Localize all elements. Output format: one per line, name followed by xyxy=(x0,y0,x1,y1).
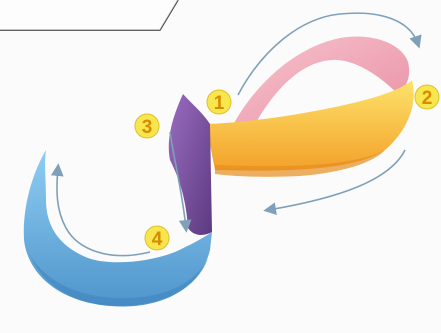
step-badge-2-number: 2 xyxy=(422,88,433,109)
step-badge-3: 3 xyxy=(135,114,159,138)
step-badge-4-number: 4 xyxy=(152,229,163,250)
step-badge-1: 1 xyxy=(207,90,231,114)
arrow-up-blue-curve xyxy=(57,168,150,256)
step-badge-1-number: 1 xyxy=(214,93,225,114)
step-badge-3-number: 3 xyxy=(142,117,153,138)
yellow-band-stroke xyxy=(206,80,414,171)
step-badge-4: 4 xyxy=(145,226,169,250)
step-badge-2: 2 xyxy=(415,85,439,109)
top-left-frame-fill xyxy=(0,0,178,30)
